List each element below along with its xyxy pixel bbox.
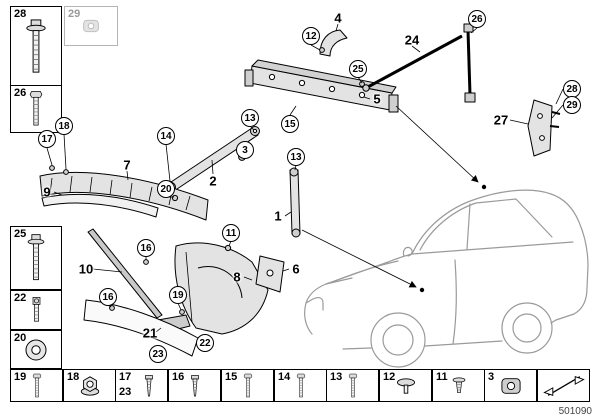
callout-circle-3[interactable]: 3 xyxy=(236,141,254,159)
fastener-box-11[interactable]: 11 xyxy=(432,369,485,402)
fastener-box-20[interactable]: 20 xyxy=(10,330,62,369)
fastener-box-3[interactable]: 3 xyxy=(484,369,537,402)
flange-bolt-icon xyxy=(25,233,47,283)
callout-circle-19[interactable]: 19 xyxy=(169,286,187,304)
fastener-box-18[interactable]: 18 xyxy=(63,369,116,402)
callout-circle-16b[interactable]: 16 xyxy=(99,288,117,306)
box-label: 25 xyxy=(14,228,27,240)
box-label: 19 xyxy=(14,371,27,383)
fastener-box-19[interactable]: 19 xyxy=(10,369,63,402)
expanding-rivet-icon xyxy=(451,374,467,398)
callout-number-9[interactable]: 9 xyxy=(43,184,51,200)
callout-circle-26[interactable]: 26 xyxy=(468,10,486,28)
box-label: 28 xyxy=(14,8,27,20)
callout-number-24[interactable]: 24 xyxy=(404,32,420,48)
box-label: 20 xyxy=(14,332,27,344)
part-24-fittings xyxy=(362,23,476,103)
part-1-strut xyxy=(289,167,301,238)
callout-number-7[interactable]: 7 xyxy=(123,157,131,173)
part-27-bracket xyxy=(527,99,561,157)
fastener-box-28[interactable]: 28 xyxy=(10,6,62,88)
callout-circle-15[interactable]: 15 xyxy=(281,115,299,133)
callout-circle-11[interactable]: 11 xyxy=(222,224,240,242)
fastener-box-17-23[interactable]: 17 23 xyxy=(115,369,168,402)
callout-circle-29[interactable]: 29 xyxy=(563,96,581,114)
callout-number-27[interactable]: 27 xyxy=(493,112,509,128)
callout-number-6[interactable]: 6 xyxy=(292,261,300,277)
fastener-box-29-ghost[interactable]: 29 xyxy=(64,6,118,46)
separator-icon xyxy=(542,375,585,396)
callout-number-10[interactable]: 10 xyxy=(78,261,94,277)
screw-icon xyxy=(188,373,202,399)
attachment-dots xyxy=(419,184,487,293)
grommet-icon xyxy=(83,19,99,33)
box-label: 12 xyxy=(383,371,396,383)
fastener-box-13[interactable]: 13 xyxy=(326,369,379,402)
part-9-strip xyxy=(41,193,159,218)
fastener-box-26[interactable]: 26 xyxy=(10,85,62,133)
fastener-box-14[interactable]: 14 xyxy=(274,369,327,402)
callout-circle-20[interactable]: 20 xyxy=(157,180,175,198)
table-end-marker xyxy=(537,369,590,402)
bushing-icon xyxy=(499,376,523,396)
pan-screw-icon xyxy=(395,377,417,395)
callout-circle-17[interactable]: 17 xyxy=(38,130,56,148)
diagram-number: 501090 xyxy=(558,406,592,417)
flange-nut-icon xyxy=(79,375,101,397)
part-7-cowl-panel xyxy=(39,171,209,221)
fastener-box-16[interactable]: 16 xyxy=(168,369,221,402)
callout-circle-18[interactable]: 18 xyxy=(55,117,73,135)
hex-bolt-icon xyxy=(294,373,308,399)
callout-number-1[interactable]: 1 xyxy=(274,208,282,224)
hex-bolt-icon xyxy=(27,90,45,128)
box-label: 15 xyxy=(225,371,238,383)
part-4-bracket xyxy=(319,29,348,57)
callout-number-8[interactable]: 8 xyxy=(233,269,241,285)
box-label: 3 xyxy=(488,371,495,383)
callout-circle-14[interactable]: 14 xyxy=(157,127,175,145)
callout-circle-16[interactable]: 16 xyxy=(137,239,155,257)
part-8-wheelarch-panel xyxy=(174,242,269,335)
hex-bolt-icon xyxy=(346,373,360,399)
callout-circle-12[interactable]: 12 xyxy=(302,27,320,45)
callout-number-2[interactable]: 2 xyxy=(209,173,217,189)
callout-number-5[interactable]: 5 xyxy=(373,91,381,107)
part-sill-strip xyxy=(83,299,199,357)
part-5-front-panel xyxy=(244,59,399,113)
callout-number-21[interactable]: 21 xyxy=(142,325,158,341)
callout-number-4[interactable]: 4 xyxy=(334,10,342,26)
screw-icon xyxy=(142,373,156,399)
hex-bolt-icon xyxy=(30,373,44,399)
callout-circle-22[interactable]: 22 xyxy=(196,334,214,352)
box-label: 17 xyxy=(119,371,132,383)
socket-bolt-icon xyxy=(28,296,45,324)
part-10-rod xyxy=(87,228,163,319)
callout-circle-25[interactable]: 25 xyxy=(349,60,367,78)
car-outline xyxy=(304,189,589,368)
fastener-box-15[interactable]: 15 xyxy=(221,369,274,402)
box-label: 22 xyxy=(14,292,27,304)
washer-icon xyxy=(24,338,48,362)
callout-circle-13[interactable]: 13 xyxy=(241,109,259,127)
box-label: 23 xyxy=(119,386,132,398)
callout-circle-23[interactable]: 23 xyxy=(149,345,167,363)
part-24-brace xyxy=(365,29,472,96)
box-label: 11 xyxy=(436,371,448,383)
leader-lines xyxy=(46,23,564,363)
fastener-box-12[interactable]: 12 xyxy=(379,369,432,402)
box-label: 18 xyxy=(67,371,80,383)
hex-bolt-icon xyxy=(241,373,255,399)
box-label: 26 xyxy=(14,87,27,99)
fastener-box-22[interactable]: 22 xyxy=(10,290,62,330)
flange-bolt-icon xyxy=(24,18,48,76)
box-label: 13 xyxy=(330,371,343,383)
part-6-bracket xyxy=(255,255,285,293)
fastener-box-25[interactable]: 25 xyxy=(10,226,62,290)
box-label: 16 xyxy=(172,371,185,383)
box-label: 14 xyxy=(278,371,291,383)
box-label: 29 xyxy=(68,8,81,20)
callout-circle-13b[interactable]: 13 xyxy=(287,148,305,166)
